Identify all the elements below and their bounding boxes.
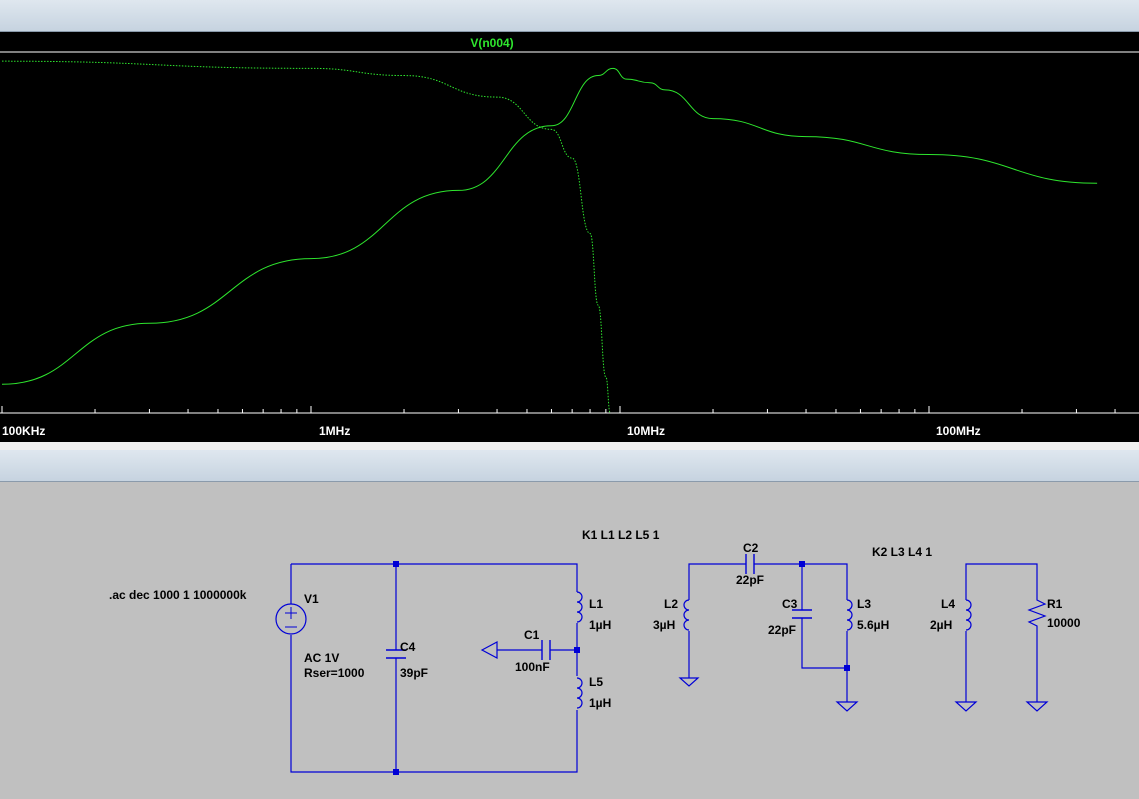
waveform-plot: V(n004) 100KHz 1MHz 10MHz 100MHz (0, 36, 1139, 438)
trace-lines (1, 60, 1098, 414)
inductor-l3[interactable] (846, 599, 853, 631)
x-tick-label-10mhz: 10MHz (627, 424, 665, 438)
ground-l2-icon (678, 677, 700, 687)
v1-param: Rser=1000 (304, 666, 365, 680)
trace-label[interactable]: V(n004) (470, 36, 513, 50)
l4-value: 2µH (930, 618, 952, 632)
resistor-r1[interactable] (1027, 594, 1047, 630)
ground-l4-icon (954, 701, 978, 712)
l5-name: L5 (589, 675, 603, 689)
wire-bottom-loop (290, 635, 578, 773)
inductor-l4[interactable] (965, 599, 972, 631)
ground-l3-icon (835, 701, 859, 712)
v1-name: V1 (304, 592, 319, 606)
schematic-canvas: .ac dec 1000 1 1000000k K1 L1 L2 L5 1 K2… (109, 528, 1081, 775)
inductor-l5[interactable] (576, 677, 583, 709)
capacitor-c4[interactable] (386, 649, 406, 659)
c3-value: 22pF (768, 623, 796, 637)
voltage-source-v1[interactable] (275, 603, 307, 635)
l1-value: 1µH (589, 618, 611, 632)
capacitor-c2[interactable] (745, 554, 755, 574)
c3-name: C3 (782, 597, 798, 611)
wire-right-top (965, 563, 1038, 600)
c1-name: C1 (524, 628, 540, 642)
junction-dot (574, 647, 580, 653)
inductor-l1[interactable] (576, 591, 583, 623)
x-tick-label-100mhz: 100MHz (936, 424, 981, 438)
x-axis-ticks (1, 406, 1116, 413)
v1-value: AC 1V (304, 651, 339, 665)
x-tick-label-1mhz: 1MHz (319, 424, 350, 438)
capacitor-c1[interactable] (541, 640, 551, 660)
c1-value: 100nF (515, 660, 550, 674)
l2-value: 3µH (653, 618, 675, 632)
coupling-k1[interactable]: K1 L1 L2 L5 1 (582, 528, 660, 542)
l3-name: L3 (857, 597, 871, 611)
ground-r1-icon (1025, 701, 1049, 712)
l1-name: L1 (589, 597, 603, 611)
c4-value: 39pF (400, 666, 428, 680)
schematic-window-titlebar[interactable] (0, 450, 1139, 482)
l5-value: 1µH (589, 696, 611, 710)
waveform-plot-pane[interactable]: V(n004) 100KHz 1MHz 10MHz 100MHz (0, 32, 1139, 442)
junction-dot (393, 561, 399, 567)
capacitor-c3[interactable] (792, 609, 812, 619)
wire-l2-top (688, 563, 746, 600)
wire-c3-bottom (801, 618, 847, 669)
waveform-window-titlebar[interactable] (0, 0, 1139, 32)
r1-name: R1 (1047, 597, 1063, 611)
c2-name: C2 (743, 541, 759, 555)
l2-name: L2 (664, 597, 678, 611)
plot-window-bottom-border (0, 442, 1139, 450)
junction-dot (844, 665, 850, 671)
trace-magnitude[interactable] (1, 67, 1098, 385)
r1-value: 10000 (1047, 616, 1081, 630)
coupling-k2[interactable]: K2 L3 L4 1 (872, 545, 932, 559)
spice-directive[interactable]: .ac dec 1000 1 1000000k (109, 588, 247, 602)
c2-value: 22pF (736, 573, 764, 587)
wire-top (291, 563, 578, 592)
l3-value: 5.6µH (857, 618, 889, 632)
junction-dot (393, 769, 399, 775)
inductor-l2[interactable] (683, 599, 690, 631)
x-tick-label-100khz: 100KHz (2, 424, 45, 438)
junction-dot (799, 561, 805, 567)
c4-name: C4 (400, 640, 416, 654)
wire-c2-right (754, 563, 848, 600)
output-port-arrow[interactable] (480, 641, 498, 659)
trace-phase[interactable] (1, 60, 611, 414)
schematic-pane[interactable]: .ac dec 1000 1 1000000k K1 L1 L2 L5 1 K2… (0, 482, 1139, 799)
l4-name: L4 (941, 597, 955, 611)
